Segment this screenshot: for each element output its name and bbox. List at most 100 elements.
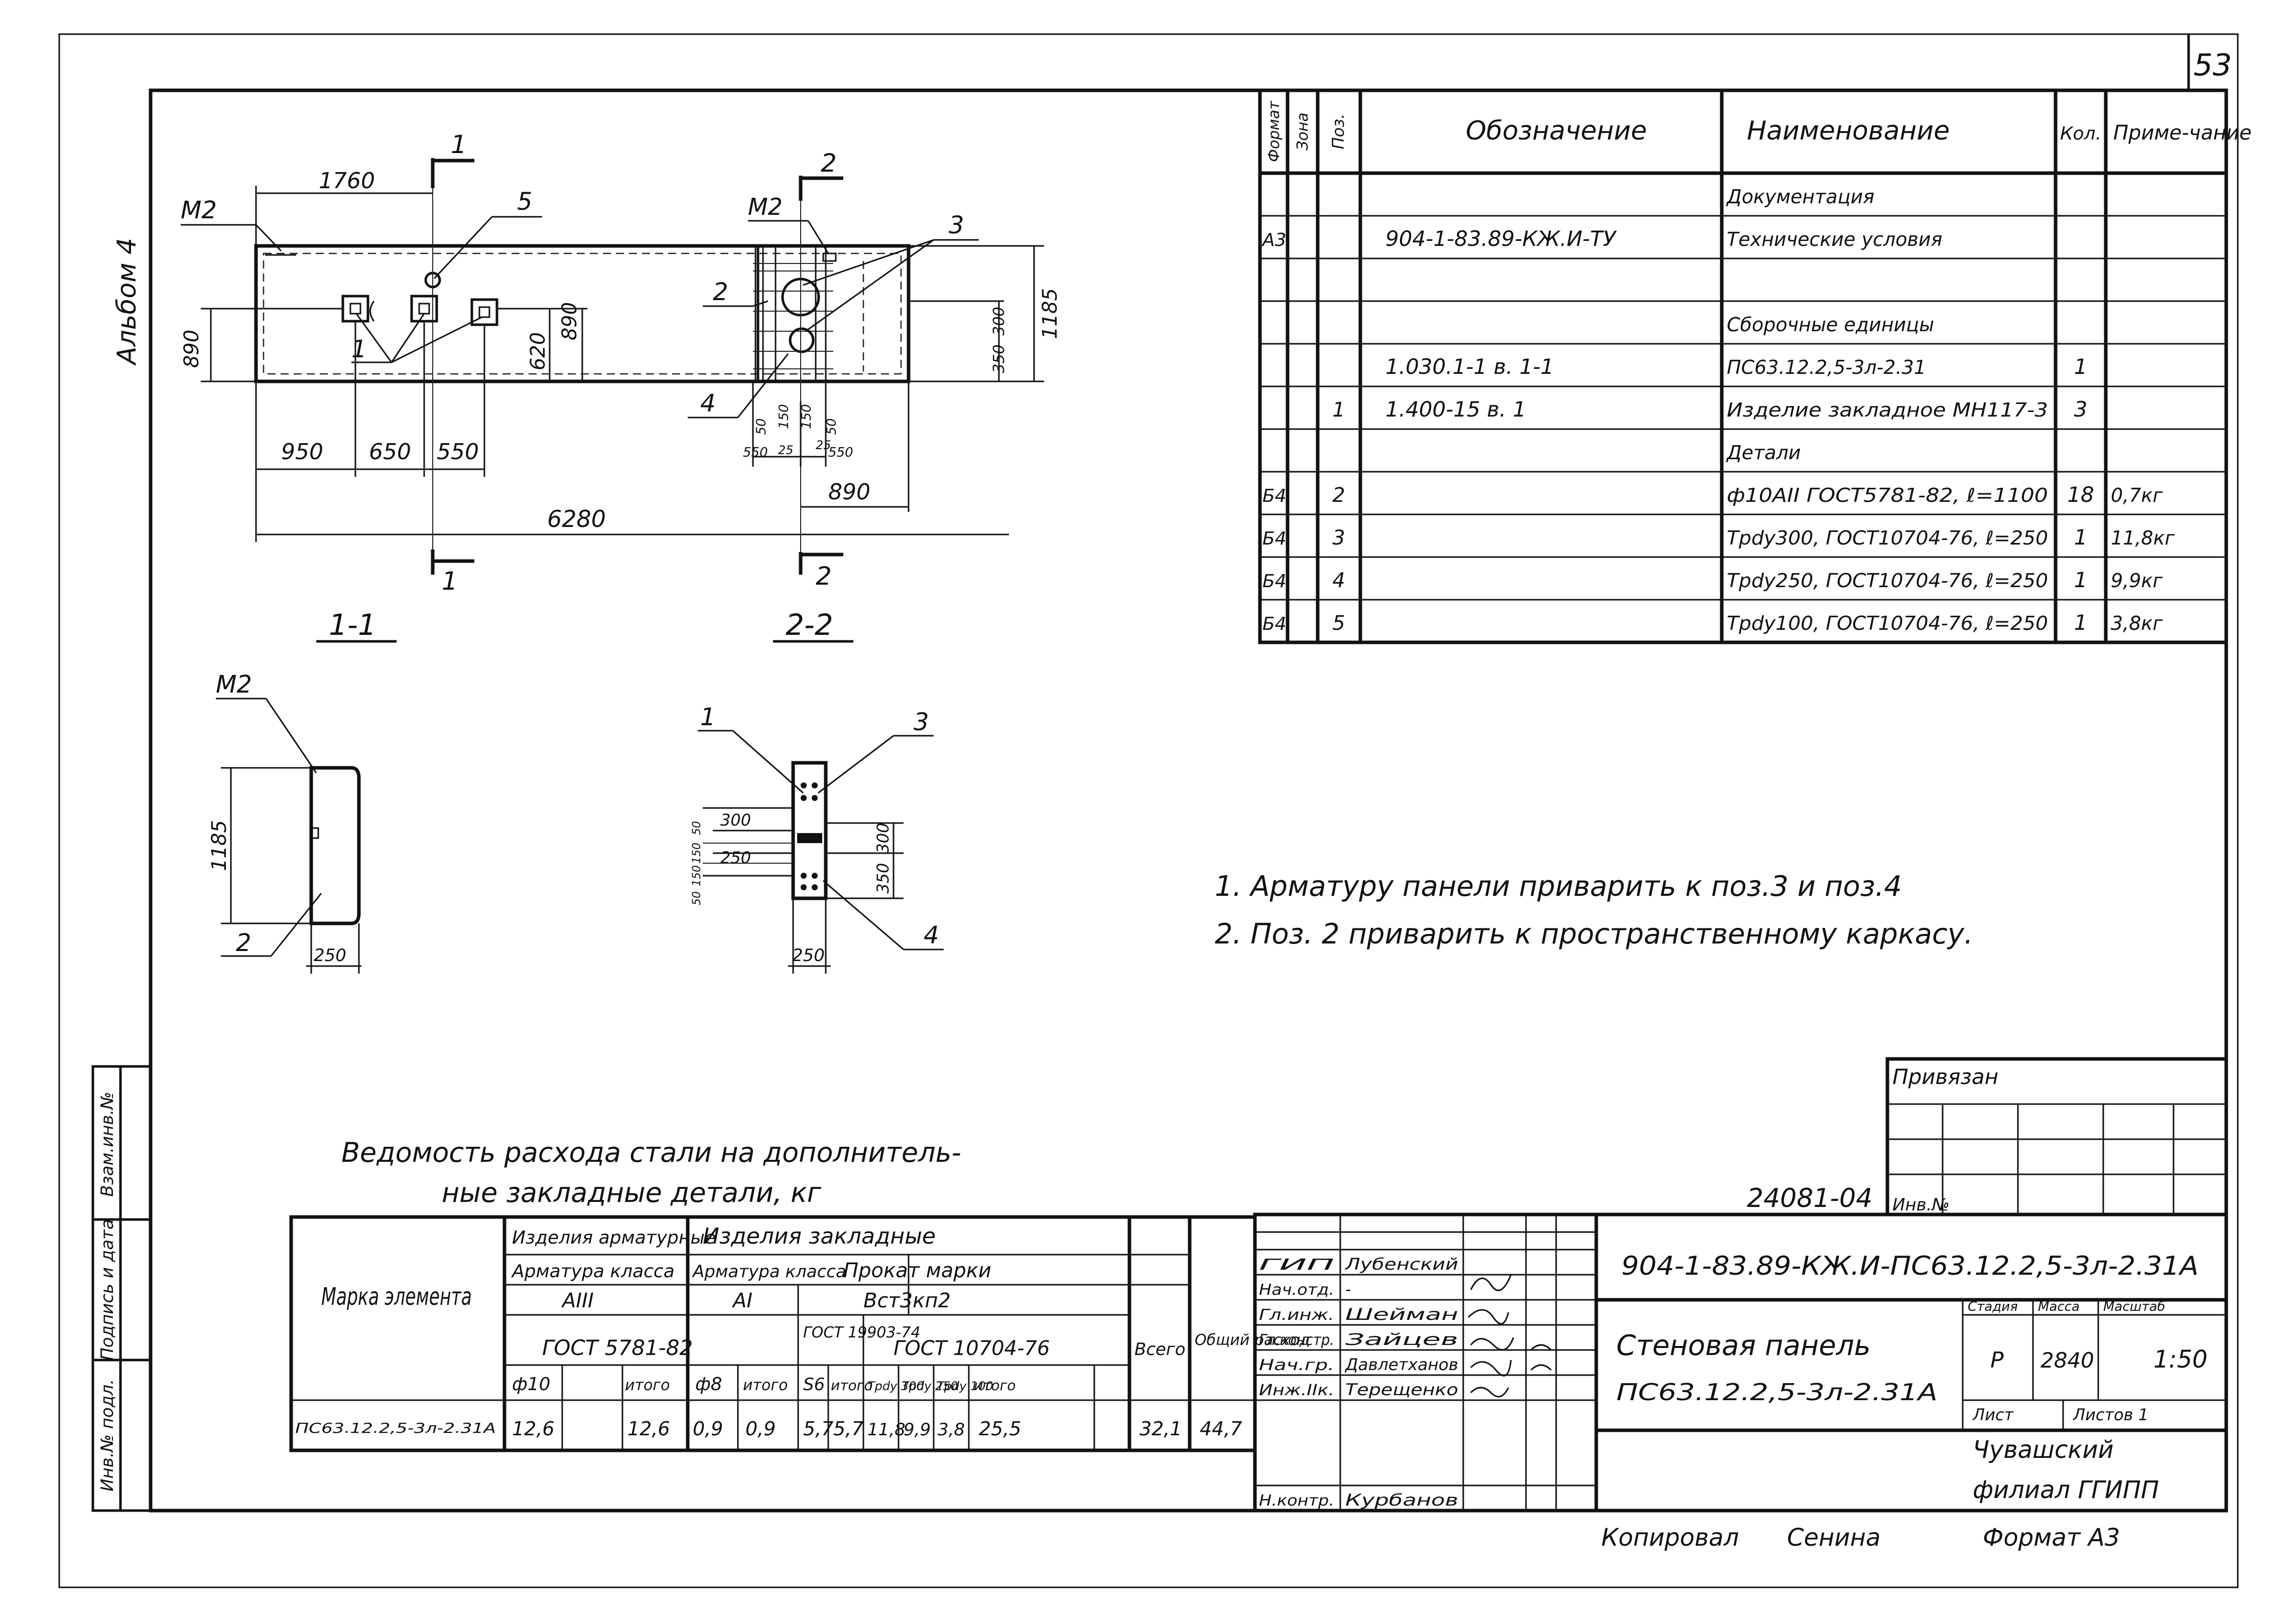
note-1: 1. Арматуру панели приварить к поз.3 и п…: [1215, 870, 1902, 903]
svg-text:550: 550: [828, 445, 853, 460]
privyazan-label: Привязан: [1892, 1064, 1998, 1089]
elevation-2-2: 2 2 М2 3 2 4 1185 300 350 50 550 25 150: [688, 149, 1062, 643]
spec-cell-designation: 904-1-83.89-КЖ.И-ТУ: [1385, 226, 1617, 251]
svg-text:5,7: 5,7: [833, 1418, 863, 1440]
svg-text:44,7: 44,7: [1200, 1418, 1242, 1440]
spec-cell-format: Б4: [1262, 614, 1287, 634]
staff-name: -: [1345, 1280, 1351, 1299]
svg-text:1: 1: [351, 335, 367, 363]
svg-text:Масса: Масса: [2038, 1299, 2080, 1314]
svg-text:Всего: Всего: [1134, 1339, 1186, 1360]
svg-text:Трdу 100: Трdу 100: [937, 1379, 993, 1393]
note-2: 2. Поз. 2 приварить к пространственному …: [1215, 918, 1973, 951]
svg-text:Трdу 300: Трdу 300: [867, 1379, 924, 1393]
spec-cell-note: 0,7кг: [2111, 484, 2163, 506]
svg-text:0,9: 0,9: [693, 1418, 723, 1440]
inv-number: 24081-04: [1747, 1183, 1872, 1213]
spec-header-zone: Зона: [1294, 112, 1312, 151]
svg-text:300: 300: [990, 307, 1008, 335]
svg-text:25,5: 25,5: [979, 1418, 1022, 1440]
svg-text:150: 150: [799, 404, 814, 429]
spec-cell-format: Б4: [1262, 571, 1287, 592]
svg-text:ГОСТ 19903-74: ГОСТ 19903-74: [803, 1324, 921, 1341]
staff-name: Шейман: [1345, 1305, 1458, 1324]
spec-header-designation: Обозначение: [1466, 116, 1647, 146]
inv-label: Инв.№: [1892, 1195, 1950, 1215]
svg-text:5,7: 5,7: [803, 1418, 833, 1440]
spec-table: Формат Зона Поз. Обозначение Наименовани…: [1258, 88, 2252, 644]
svg-text:Взам.инв.№: Взам.инв.№: [97, 1092, 117, 1196]
dim-1760: 1760: [319, 168, 375, 194]
svg-text:Инв.№ подл.: Инв.№ подл.: [97, 1379, 117, 1492]
steel-title-1: Ведомость расхода стали на дополнитель-: [341, 1137, 961, 1168]
svg-text:0,9: 0,9: [745, 1418, 776, 1440]
spec-cell-note: 11,8кг: [2111, 527, 2176, 549]
spec-cell-note: 9,9кг: [2111, 570, 2163, 592]
svg-text:150: 150: [777, 404, 792, 429]
svg-text:2: 2: [821, 149, 837, 178]
svg-text:итого: итого: [831, 1377, 872, 1394]
inner-frame: [149, 88, 2228, 1513]
sheet-number: 53: [2194, 48, 2232, 83]
svg-text:3: 3: [914, 708, 929, 736]
spec-cell-qty: 1: [2074, 354, 2088, 379]
caption-1-1: 1-1: [329, 608, 376, 642]
steel-table: Марка элемента Изделия арматурные Издели…: [289, 1215, 1310, 1452]
svg-text:М2: М2: [181, 196, 217, 224]
svg-text:25: 25: [778, 443, 794, 457]
steel-title-2: ные закладные детали, кг: [442, 1177, 822, 1208]
svg-text:М2: М2: [748, 193, 783, 220]
svg-text:итого: итого: [974, 1377, 1015, 1394]
svg-text:25: 25: [816, 438, 831, 452]
svg-text:Прокат марки: Прокат марки: [843, 1259, 991, 1282]
svg-text:Трdу 250: Трdу 250: [902, 1379, 958, 1393]
svg-text:Изделия закладные: Изделия закладные: [703, 1224, 936, 1249]
section-view-m2: М2 1185 2 250: [208, 670, 361, 974]
spec-cell-format: А3: [1261, 230, 1287, 250]
elevation-1-1: 1 1 1760 М2 5 1 890 620 890: [180, 130, 1009, 643]
spec-cell-format: Б4: [1262, 528, 1287, 549]
spec-cell-name: Трdу300, ГОСТ10704-76, ℓ=250: [1727, 527, 2048, 549]
svg-text:4: 4: [924, 921, 939, 950]
steel-mark-header: Марка элемента: [321, 1283, 472, 1311]
svg-text:ф8: ф8: [695, 1374, 722, 1395]
svg-text:М2: М2: [216, 670, 252, 699]
svg-text:300: 300: [720, 810, 751, 830]
svg-text:5: 5: [517, 188, 533, 216]
spec-cell-name: Сборочные единицы: [1727, 314, 1934, 336]
signatures: [1467, 1274, 1552, 1398]
doc-title-1: Стеновая панель: [1616, 1329, 1871, 1362]
svg-text:12,6: 12,6: [627, 1418, 670, 1440]
svg-text:Лист: Лист: [1972, 1405, 2014, 1424]
outer-border: [58, 33, 2239, 1588]
staff-role: Инж.IIк.: [1259, 1382, 1334, 1399]
svg-text:Подпись и дата: Подпись и дата: [97, 1219, 117, 1361]
svg-text:250: 250: [720, 848, 751, 867]
svg-text:АI: АI: [731, 1289, 752, 1312]
svg-text:890: 890: [558, 302, 581, 340]
format-label: Формат А3: [1983, 1524, 2120, 1552]
spec-cell-pos: 1: [1332, 398, 1345, 422]
svg-text:ГОСТ 10704-76: ГОСТ 10704-76: [894, 1337, 1050, 1360]
svg-text:2: 2: [236, 929, 251, 957]
spec-cell-note: 3,8кг: [2111, 612, 2163, 634]
spec-cell-name: ф10АII ГОСТ5781-82, ℓ=1100: [1727, 484, 2048, 506]
svg-text:1185: 1185: [1039, 288, 1062, 339]
svg-text:Изделия арматурные: Изделия арматурные: [512, 1228, 716, 1248]
staff-role: Нач.гр.: [1259, 1357, 1334, 1374]
staff-role: Нач.отд.: [1259, 1281, 1334, 1299]
spec-header-qty: Кол.: [2060, 123, 2101, 144]
svg-text:50: 50: [691, 821, 703, 835]
svg-text:Стадия: Стадия: [1968, 1299, 2018, 1314]
svg-text:1: 1: [442, 567, 458, 596]
svg-text:890: 890: [180, 330, 203, 368]
spec-cell-qty: 1: [2074, 568, 2088, 592]
svg-text:650: 650: [369, 439, 411, 465]
svg-text:итого: итого: [743, 1377, 788, 1394]
svg-text:S6: S6: [803, 1375, 825, 1395]
svg-text:Общий расход: Общий расход: [1195, 1331, 1310, 1349]
svg-text:550: 550: [437, 439, 479, 465]
